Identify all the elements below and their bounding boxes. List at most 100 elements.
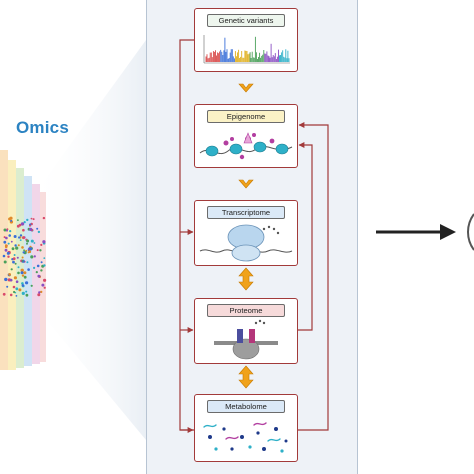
- cell-dot: [16, 224, 20, 228]
- cell-dot: [22, 236, 25, 240]
- cell-dot: [40, 261, 43, 264]
- layer-box-proteome: Proteome: [194, 298, 298, 364]
- cell-dot: [6, 251, 10, 255]
- cell-dot: [32, 218, 35, 221]
- cell-dot: [16, 256, 19, 259]
- cell-dot: [11, 247, 15, 251]
- cell-dot: [20, 222, 25, 226]
- metabolite-icon: [203, 422, 288, 453]
- cell-dot: [10, 268, 13, 271]
- cell-dot: [33, 242, 36, 244]
- cell-dot: [4, 277, 8, 282]
- cell-dot: [36, 249, 39, 252]
- cell-dot: [43, 257, 46, 259]
- cell-dot: [36, 264, 40, 268]
- cell-dot: [26, 242, 28, 245]
- cell-dot: [42, 216, 46, 220]
- right-feedback-outer: [298, 122, 329, 431]
- cell-dot: [29, 224, 31, 227]
- cell-dot: [17, 244, 20, 247]
- cell-dot: [2, 254, 6, 258]
- cell-dot: [19, 239, 22, 242]
- cell-dot: [12, 257, 16, 261]
- omics-heading: Omics: [16, 118, 69, 137]
- cell-dot: [13, 276, 17, 280]
- cell-dot: [18, 236, 21, 239]
- cell-dot: [15, 287, 19, 291]
- cell-dot: [3, 260, 7, 264]
- cell-dot: [43, 264, 46, 267]
- cell-dot: [3, 228, 7, 232]
- cell-dot: [29, 227, 33, 231]
- cell-dot: [22, 228, 25, 232]
- down-arrow-1: [238, 83, 254, 93]
- cell-dot: [14, 244, 17, 247]
- cell-dot: [21, 274, 25, 277]
- cell-dot: [15, 295, 18, 297]
- cell-dot: [15, 280, 19, 284]
- cell-dot: [2, 292, 6, 296]
- cell-dot: [40, 269, 43, 272]
- next-figure-edge: [466, 213, 474, 251]
- cell-dot: [13, 254, 16, 256]
- cell-dot: [21, 284, 25, 287]
- protein-icon: [214, 319, 278, 360]
- cell-dot: [36, 227, 39, 230]
- cell-dot: [23, 271, 27, 275]
- layer-label-epigenome: Epigenome: [207, 110, 285, 123]
- down-arrow-2: [238, 179, 254, 189]
- cell-dot: [9, 278, 13, 282]
- cell-dot: [7, 242, 10, 245]
- cell-dot: [17, 266, 20, 269]
- layer-label-transcriptome: Transcriptome: [207, 206, 285, 219]
- double-arrow-1: [238, 267, 254, 291]
- cell-cluster-dots: [2, 216, 47, 297]
- double-arrow-2: [238, 365, 254, 389]
- cell-dot: [8, 273, 12, 276]
- output-arrow-head: [440, 224, 456, 240]
- manhattan-plot-icon: [203, 35, 290, 64]
- cell-dot: [12, 260, 15, 264]
- cell-dot: [33, 266, 36, 269]
- cell-dot: [23, 275, 27, 279]
- cell-dot: [23, 221, 26, 224]
- cell-dot: [43, 286, 46, 289]
- cell-dot: [26, 218, 29, 222]
- cell-dot: [21, 282, 24, 285]
- cell-dot: [3, 236, 6, 239]
- cell-dot: [21, 256, 24, 259]
- cell-dot: [6, 229, 8, 232]
- projection-cone: [30, 40, 146, 440]
- cell-dot: [41, 283, 45, 287]
- cell-dot: [37, 274, 41, 278]
- cell-dot: [25, 293, 29, 297]
- cell-dot: [10, 240, 13, 243]
- cell-dot: [30, 284, 33, 287]
- layer-label-genetic-variants: Genetic variants: [207, 14, 285, 27]
- cell-dot: [30, 239, 34, 243]
- cell-dot: [28, 250, 32, 253]
- cell-dot: [21, 246, 24, 249]
- cell-dot: [26, 239, 30, 243]
- cell-dot: [30, 217, 33, 220]
- left-feedback-line: [179, 39, 194, 431]
- cell-dot: [20, 268, 24, 272]
- cell-dot: [13, 290, 16, 294]
- cell-dot: [18, 288, 22, 292]
- cell-dot: [8, 234, 11, 237]
- cell-dot: [4, 248, 8, 252]
- ribosome-icon: [199, 224, 293, 262]
- right-feedback-inner: [298, 142, 313, 331]
- nucleosome-icon: [199, 132, 293, 160]
- cell-dot: [17, 219, 19, 222]
- cell-dot: [25, 290, 28, 293]
- layer-label-proteome: Proteome: [207, 304, 285, 317]
- cell-dot: [3, 240, 7, 244]
- cell-dot: [21, 260, 24, 262]
- cell-dot: [27, 268, 30, 271]
- cell-dot: [43, 278, 47, 282]
- cell-dot: [17, 271, 20, 275]
- cell-dot: [25, 281, 29, 285]
- cell-dot: [12, 285, 16, 289]
